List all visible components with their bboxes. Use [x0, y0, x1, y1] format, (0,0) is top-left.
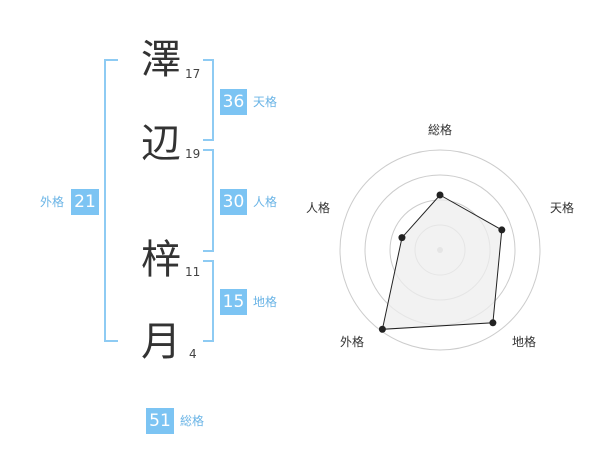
- name-char-4: 月: [141, 319, 181, 365]
- chikaku-bracket: [203, 260, 214, 342]
- jinkaku-label: 人格: [253, 195, 278, 209]
- tenkaku-label: 天格: [253, 95, 278, 109]
- radar-points: [378, 191, 506, 333]
- radar-ring: [389, 199, 491, 301]
- stroke-count-1: 17: [185, 67, 201, 81]
- gaikaku-label: 外格: [40, 195, 65, 209]
- radar-label-jinkaku: 人格: [306, 201, 331, 215]
- radar-ring: [339, 149, 541, 351]
- radar-point-0: [436, 191, 444, 199]
- gaikaku-value: 21: [71, 189, 99, 215]
- tenkaku-bracket: [203, 59, 214, 141]
- stroke-count-2: 19: [185, 147, 201, 161]
- soukaku-label: 総格: [180, 414, 205, 428]
- radar-center: [437, 247, 443, 253]
- radar-rings: [339, 149, 541, 351]
- chikaku-label: 地格: [253, 295, 278, 309]
- chikaku-value: 15: [220, 289, 247, 315]
- jinkaku-bracket: [203, 149, 214, 252]
- radar-point-4: [398, 234, 406, 242]
- radar-label-tenkaku: 天格: [550, 201, 575, 215]
- gaikaku-bracket: [104, 59, 118, 342]
- radar-ring: [414, 224, 466, 276]
- name-char-3: 梓: [141, 237, 181, 283]
- radar-label-soukaku: 総格: [428, 123, 453, 137]
- radar-label-chikaku: 地格: [512, 335, 537, 349]
- name-char-2: 辺: [141, 121, 181, 167]
- jinkaku-value: 30: [220, 189, 247, 215]
- radar-point-1: [498, 226, 506, 234]
- radar-point-2: [489, 319, 497, 327]
- radar-ring: [364, 174, 516, 326]
- stroke-count-4: 4: [189, 347, 197, 361]
- radar-point-3: [378, 325, 386, 333]
- stroke-count-3: 11: [185, 265, 201, 279]
- soukaku-value: 51: [146, 408, 174, 434]
- radar-label-gaikaku: 外格: [340, 335, 365, 349]
- radar-polygon: [381, 194, 503, 330]
- tenkaku-value: 36: [220, 89, 247, 115]
- name-char-1: 澤: [141, 37, 181, 83]
